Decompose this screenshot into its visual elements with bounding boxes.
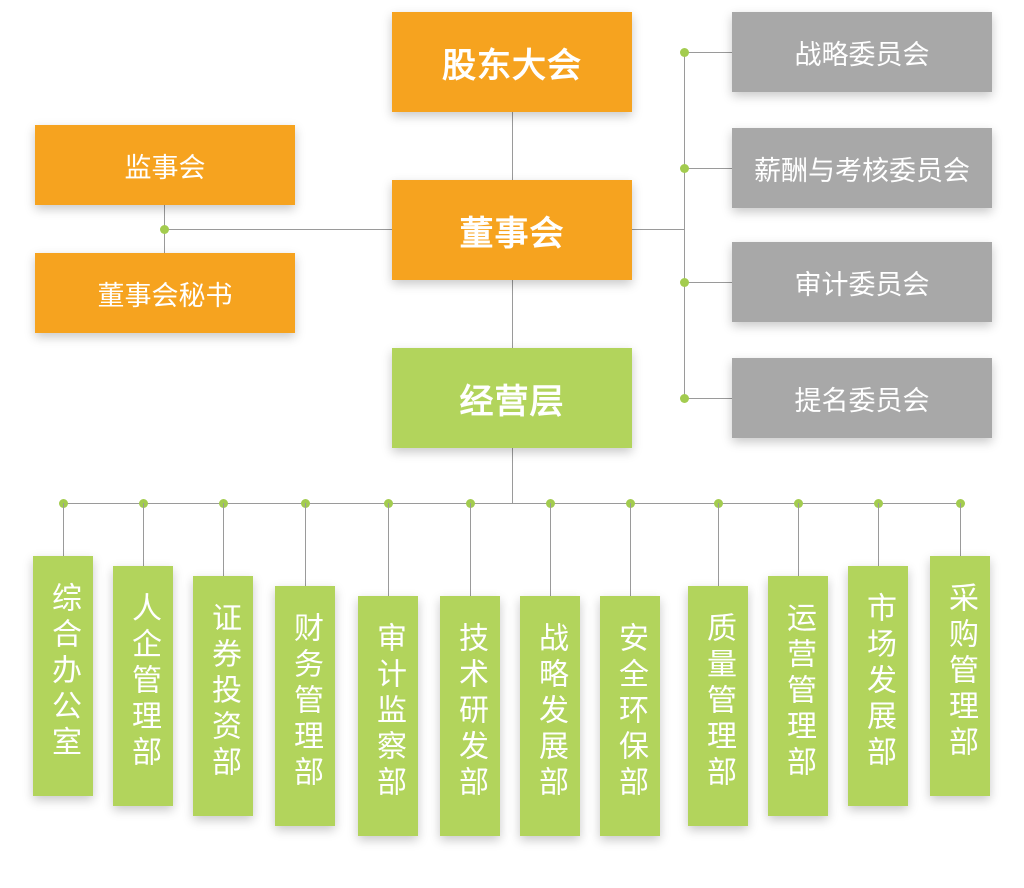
department-connector (470, 503, 471, 596)
department-label: 市场发展部 (861, 592, 896, 772)
connector-committee-4 (684, 398, 732, 399)
department-box: 综合办公室 (33, 556, 93, 796)
connector-board-management (512, 280, 513, 348)
connector-board-right (632, 229, 684, 230)
committee-label: 提名委员会 (794, 385, 930, 417)
connector-committee-2 (684, 168, 732, 169)
committee-label: 薪酬与考核委员会 (754, 155, 970, 187)
department-box: 证券投资部 (193, 576, 253, 816)
department-connector (305, 503, 306, 586)
committee-dot-2 (680, 164, 689, 173)
department-connector (143, 503, 144, 566)
department-label: 质量管理部 (701, 612, 736, 792)
department-label: 采购管理部 (943, 582, 978, 762)
committee-dot-4 (680, 394, 689, 403)
connector-left-horizontal (165, 229, 392, 230)
board-box: 董事会 (392, 180, 632, 280)
management-box: 经营层 (392, 348, 632, 448)
connector-depts-horizontal (63, 503, 960, 504)
connector-right-vertical (684, 52, 685, 398)
department-box: 运营管理部 (768, 576, 828, 816)
department-connector (960, 503, 961, 556)
department-connector (718, 503, 719, 586)
committee-label: 审计委员会 (794, 269, 930, 301)
department-label: 财务管理部 (288, 612, 323, 792)
committee-strategy-box: 战略委员会 (732, 12, 992, 92)
connector-management-depts (512, 448, 513, 503)
committee-nomination-box: 提名委员会 (732, 358, 992, 438)
department-label: 安全环保部 (613, 622, 648, 802)
shareholders-meeting-label: 股东大会 (442, 45, 582, 86)
management-label: 经营层 (459, 381, 565, 422)
committee-dot-3 (680, 278, 689, 287)
supervisory-board-box: 监事会 (35, 125, 295, 205)
department-label: 战略发展部 (533, 622, 568, 802)
department-box: 质量管理部 (688, 586, 748, 826)
department-box: 技术研发部 (440, 596, 500, 836)
board-secretary-box: 董事会秘书 (35, 253, 295, 333)
shareholders-meeting-box: 股东大会 (392, 12, 632, 112)
department-label: 运营管理部 (781, 602, 816, 782)
department-box: 财务管理部 (275, 586, 335, 826)
board-secretary-label: 董事会秘书 (97, 280, 233, 312)
connector-committee-1 (684, 52, 732, 53)
department-box: 采购管理部 (930, 556, 990, 796)
committee-dot-1 (680, 48, 689, 57)
committee-label: 战略委员会 (794, 39, 930, 71)
department-connector (630, 503, 631, 596)
department-label: 人企管理部 (126, 592, 161, 772)
board-label: 董事会 (459, 213, 565, 254)
department-connector (388, 503, 389, 596)
left-junction-dot (160, 225, 169, 234)
department-box: 战略发展部 (520, 596, 580, 836)
department-box: 人企管理部 (113, 566, 173, 806)
department-label: 技术研发部 (453, 622, 488, 802)
department-connector (878, 503, 879, 566)
department-connector (63, 503, 64, 556)
supervisory-board-label: 监事会 (124, 152, 206, 184)
connector-committee-3 (684, 282, 732, 283)
department-box: 市场发展部 (848, 566, 908, 806)
committee-compensation-box: 薪酬与考核委员会 (732, 128, 992, 208)
department-connector (798, 503, 799, 576)
department-label: 审计监察部 (371, 622, 406, 802)
connector-shareholders-board (512, 112, 513, 180)
committee-audit-box: 审计委员会 (732, 242, 992, 322)
department-box: 审计监察部 (358, 596, 418, 836)
department-label: 证券投资部 (206, 602, 241, 782)
department-box: 安全环保部 (600, 596, 660, 836)
department-connector (550, 503, 551, 596)
department-connector (223, 503, 224, 576)
department-label: 综合办公室 (46, 582, 81, 762)
